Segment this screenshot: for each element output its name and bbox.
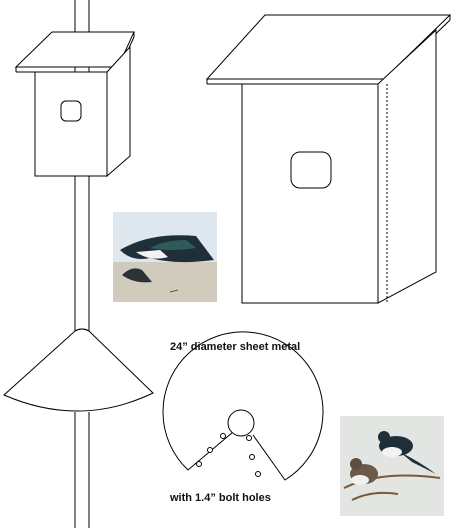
bolt-hole [196, 461, 202, 467]
bolt-holes [196, 433, 261, 477]
sheet-metal-pattern [162, 331, 324, 481]
bolt-hole [249, 454, 255, 460]
bolt-hole [246, 435, 252, 441]
bolt-hole [255, 471, 261, 477]
mounting-pole-lower [74, 412, 90, 528]
center-pole-hole [227, 409, 255, 437]
large-birdhouse [205, 14, 452, 304]
large-entrance-hole [290, 151, 332, 189]
bolt-hole [220, 433, 226, 439]
tree-swallows-perched-painting [340, 416, 444, 516]
small-entrance-hole [60, 100, 82, 122]
bolt-holes-label: with 1.4” bolt holes [170, 492, 271, 504]
predator-baffle-cone [3, 328, 154, 412]
small-birdhouse [14, 31, 135, 178]
sheet-metal-diameter-label: 24” diameter sheet metal [170, 341, 301, 353]
tree-swallow-flight-painting [113, 212, 217, 302]
bolt-hole [207, 447, 213, 453]
